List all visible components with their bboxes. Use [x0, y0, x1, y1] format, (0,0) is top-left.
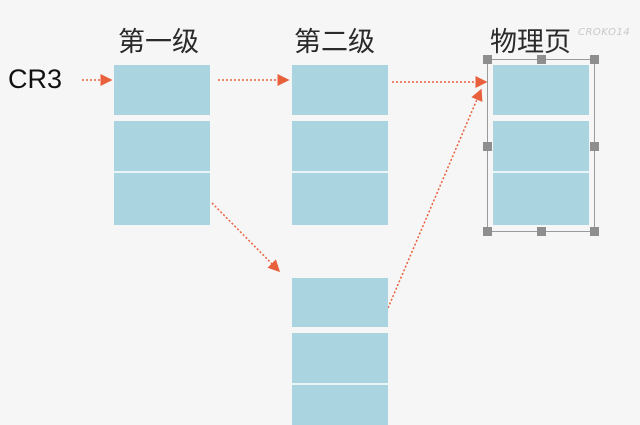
- level2-bottom-entry-2: [292, 333, 388, 385]
- level1-entry-3: [114, 173, 210, 225]
- level2-table-bottom: [292, 278, 388, 425]
- arrow-level2-bottom-to-physical: [387, 88, 483, 309]
- resize-handle-top[interactable]: [537, 55, 546, 64]
- physical-entry-2: [493, 121, 589, 173]
- selection-frame[interactable]: [483, 55, 599, 236]
- level2-top-entry-1: [292, 65, 388, 121]
- level2-top-entry-2: [292, 121, 388, 173]
- arrow-level1-to-level2-bottom: [211, 202, 281, 273]
- level1-label: 第一级: [118, 27, 199, 58]
- resize-handle-left[interactable]: [483, 142, 492, 151]
- level2-label: 第二级: [294, 27, 375, 58]
- physical-entry-1: [493, 65, 589, 121]
- level1-table: [114, 65, 210, 225]
- level2-top-entry-3: [292, 173, 388, 225]
- cr3-label: CR3: [8, 64, 63, 94]
- resize-handle-bottom-left[interactable]: [483, 227, 492, 236]
- physical-entry-3: [493, 173, 589, 225]
- resize-handle-right[interactable]: [590, 142, 599, 151]
- level2-table-top: [292, 65, 388, 225]
- resize-handle-bottom[interactable]: [537, 227, 546, 236]
- physical-page-table: [493, 65, 589, 225]
- resize-handle-top-left[interactable]: [483, 55, 492, 64]
- resize-handle-top-right[interactable]: [590, 55, 599, 64]
- level1-entry-2: [114, 121, 210, 173]
- resize-handle-bottom-right[interactable]: [590, 227, 599, 236]
- watermark-text: CROKO14: [578, 27, 631, 38]
- level2-bottom-entry-3: [292, 385, 388, 425]
- level2-bottom-entry-1: [292, 278, 388, 333]
- physical-page-label: 物理页: [490, 27, 571, 58]
- level1-entry-1: [114, 65, 210, 121]
